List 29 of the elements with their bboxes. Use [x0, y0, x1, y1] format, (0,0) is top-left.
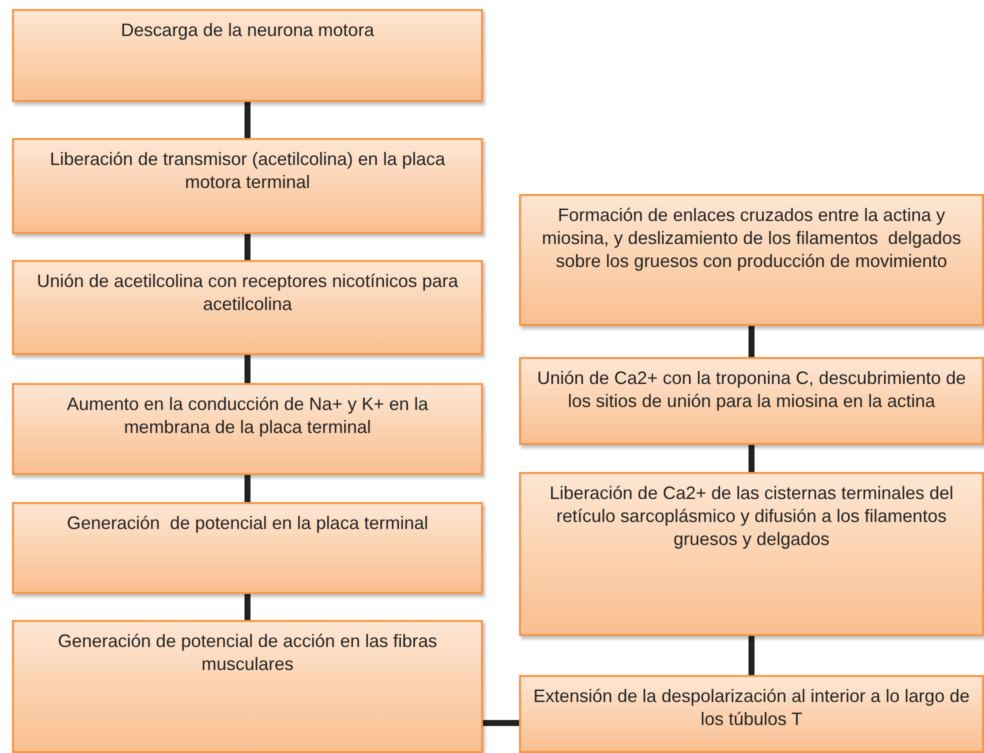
- connector-line: [483, 720, 519, 726]
- step-text: Liberación de Ca2+ de las cisternas terminales del retículo sarcoplásmico y difusión a los filamentos gruesos y delgados: [550, 483, 954, 549]
- step-text: Formación de enlaces cruzados entre la actina y miosina, y deslizamiento de los filamentos delgados sobre los gruesos con producción de movimiento: [542, 205, 962, 271]
- process-box: [12, 383, 483, 475]
- connector-line: [244, 355, 250, 383]
- step-text: Generación de potencial de acción en las fibras musculares: [58, 631, 438, 674]
- process-box: [12, 9, 483, 102]
- connector-line: [748, 636, 754, 675]
- connector-line: [244, 234, 250, 260]
- step-text: Descarga de la neurona motora: [120, 20, 374, 40]
- process-box: [519, 675, 984, 753]
- connector-line: [244, 102, 250, 138]
- step-text: Generación de potencial en la placa terminal: [66, 513, 428, 533]
- connector-line: [748, 445, 754, 472]
- connector-line: [244, 475, 250, 502]
- step-text: Extensión de la despolarización al interior a lo largo de los túbulos T: [533, 686, 971, 729]
- process-box: [519, 472, 984, 636]
- step-text: Unión de Ca2+ con la troponina C, descubrimiento de los sitios de unión para la miosina en la actina: [537, 368, 967, 411]
- step-text: Unión de acetilcolina con receptores nicotínicos para acetilcolina: [36, 271, 460, 314]
- connector-line: [244, 594, 250, 620]
- process-box: [12, 138, 483, 234]
- step-text: Liberación de transmisor (acetilcolina) en la placa motora terminal: [50, 149, 446, 192]
- step-text: Aumento en la conducción de Na+ y K+ en la membrana de la placa terminal: [66, 394, 430, 437]
- process-box: [519, 194, 984, 326]
- process-box: [12, 260, 483, 355]
- process-box: [519, 357, 984, 445]
- process-box: [12, 502, 483, 594]
- connector-line: [748, 326, 754, 357]
- process-box: [12, 620, 483, 753]
